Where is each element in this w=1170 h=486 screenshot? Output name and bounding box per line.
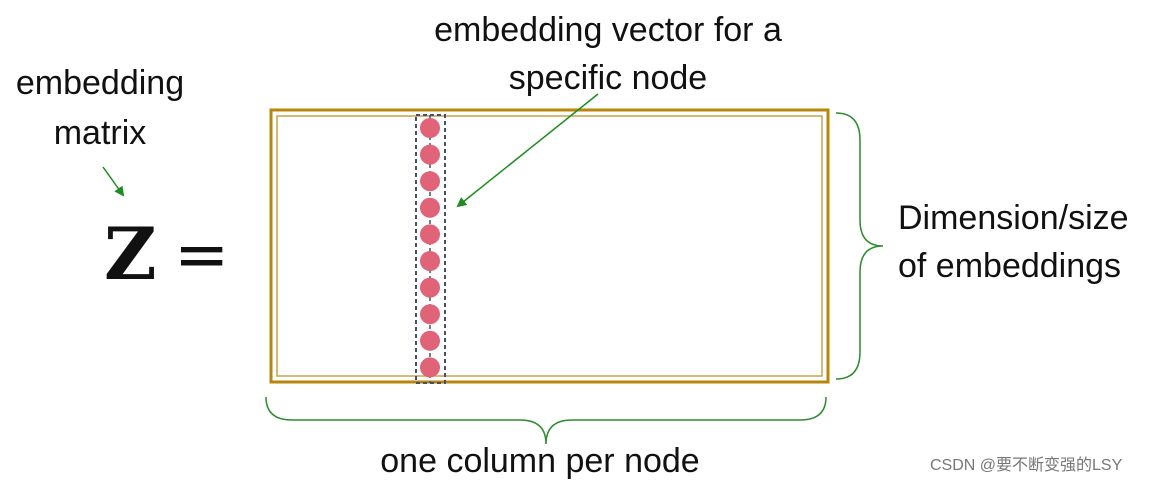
bottom-curly-brace <box>265 396 827 445</box>
embedding-dot <box>420 357 440 378</box>
dimension-caption-line2: of embeddings <box>898 247 1122 285</box>
embedding-dot <box>420 224 440 245</box>
matrix-arrow <box>102 166 125 197</box>
vector-caption-line1: embedding vector for a <box>434 11 782 49</box>
column-caption: one column per node <box>380 442 700 480</box>
matrix-caption-line2: matrix <box>53 114 147 152</box>
embedding-dot <box>420 144 440 165</box>
matrix-outer-border <box>269 108 830 384</box>
matrix-inner-border <box>276 115 823 377</box>
vector-caption: embedding vector for a specific node <box>408 6 808 102</box>
z-symbol: Z <box>104 211 157 296</box>
equals-sign: = <box>174 216 230 293</box>
embedding-dot <box>420 197 440 218</box>
embedding-dot <box>420 330 440 351</box>
embedding-dot <box>420 277 440 298</box>
embedding-vector-dots <box>420 118 440 378</box>
embedding-dot <box>420 118 440 138</box>
matrix-caption: embedding matrix <box>0 58 200 158</box>
vector-arrow <box>456 93 599 208</box>
embedding-dot <box>420 251 440 271</box>
embedding-dot <box>420 171 440 192</box>
dimension-caption: Dimension/size of embeddings <box>898 194 1168 290</box>
dimension-caption-line1: Dimension/size <box>898 199 1129 237</box>
matrix-caption-line1: embedding <box>15 64 185 102</box>
embedding-dot <box>420 304 440 325</box>
vector-caption-line2: specific node <box>508 59 708 97</box>
right-curly-brace <box>835 112 884 380</box>
watermark: CSDN @要不断变强的LSY <box>930 457 1123 474</box>
